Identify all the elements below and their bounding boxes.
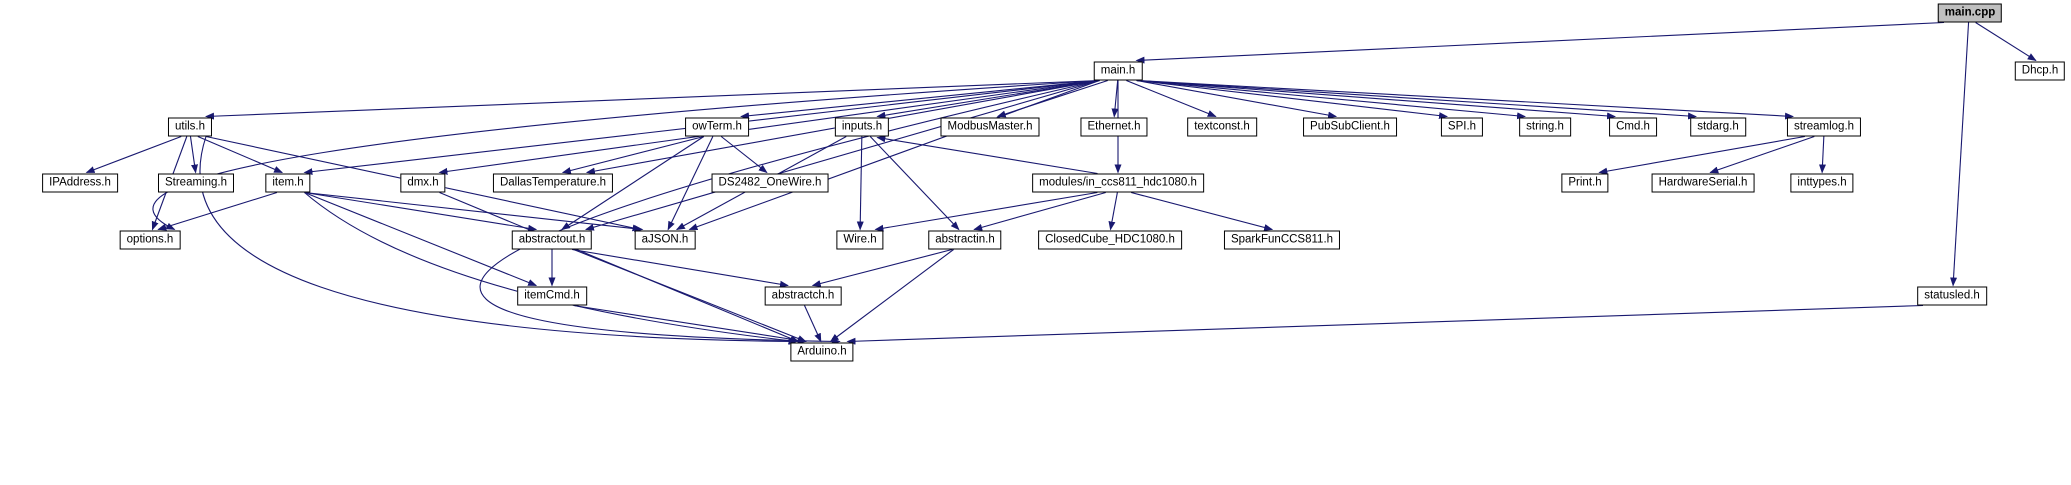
edge-streamlog_h-to-hardwareserial_h bbox=[1709, 135, 1815, 174]
graph-node-spi_h[interactable]: SPI.h bbox=[1440, 117, 1484, 137]
edge-main_h-to-ajson_h bbox=[688, 79, 1100, 231]
edge-utils_h-to-ipaddress_h bbox=[85, 135, 182, 174]
graph-node-abstractout_h[interactable]: abstractout.h bbox=[511, 230, 593, 250]
graph-node-ipaddress_h[interactable]: IPAddress.h bbox=[42, 173, 118, 193]
graph-node-inttypes_h[interactable]: inttypes.h bbox=[1790, 173, 1854, 193]
graph-node-item_h[interactable]: item.h bbox=[265, 173, 311, 193]
edge-utils_h-to-item_h bbox=[197, 135, 284, 174]
edge-modules_h-to-inputs_h bbox=[876, 135, 1098, 175]
edge-item_h-to-ajson_h bbox=[304, 191, 644, 233]
edge-statusled_h-to-arduino_h bbox=[846, 304, 1924, 345]
graph-node-streamlog_h[interactable]: streamlog.h bbox=[1786, 117, 1862, 137]
graph-node-abstractch_h[interactable]: abstractch.h bbox=[764, 286, 842, 306]
edge-main_h-to-options_h bbox=[152, 79, 1100, 230]
graph-node-inputs_h[interactable]: inputs.h bbox=[834, 117, 890, 137]
graph-node-arduino_h[interactable]: Arduino.h bbox=[790, 342, 854, 362]
edge-main_h-to-string_h bbox=[1136, 79, 1526, 120]
edge-main_cpp-to-dhcp_h bbox=[1975, 22, 2037, 62]
edge-main_h-to-stdarg_h bbox=[1136, 79, 1697, 120]
edge-main_h-to-arduino_h bbox=[479, 79, 1100, 345]
graph-node-modules_h[interactable]: modules/in_ccs811_hdc1080.h bbox=[1032, 173, 1204, 193]
edge-abstractin_h-to-abstractch_h bbox=[811, 248, 953, 287]
graph-node-closedcube_h[interactable]: ClosedCube_HDC1080.h bbox=[1038, 230, 1182, 250]
edge-abstractch_h-to-arduino_h bbox=[804, 305, 822, 343]
edge-owterm_h-to-abstractout_h bbox=[561, 136, 705, 231]
edge-modules_h-to-closedcube_h bbox=[1108, 192, 1118, 231]
edge-streamlog_h-to-print_h bbox=[1598, 135, 1805, 175]
edge-main_h-to-spi_h bbox=[1136, 79, 1448, 120]
edge-modules_h-to-sparkfun_h bbox=[1130, 191, 1274, 231]
edge-main_h-to-cmd_h bbox=[1136, 79, 1616, 120]
edge-abstractin_h-to-arduino_h bbox=[829, 249, 954, 343]
graph-node-itemcmd_h[interactable]: itemCmd.h bbox=[517, 286, 587, 306]
edge-itemcmd_h-to-arduino_h bbox=[573, 304, 807, 344]
graph-node-ds2482_onewire_h[interactable]: DS2482_OneWire.h bbox=[711, 173, 829, 193]
edges-group bbox=[85, 21, 2037, 345]
edge-owterm_h-to-dallastemperature_h bbox=[561, 135, 705, 174]
graph-node-print_h[interactable]: Print.h bbox=[1561, 173, 1609, 193]
graph-node-sparkfun_h[interactable]: SparkFunCCS811.h bbox=[1223, 230, 1341, 250]
edge-main_h-to-textconst_h bbox=[1126, 79, 1217, 118]
graph-node-wire_h[interactable]: Wire.h bbox=[836, 230, 884, 250]
graph-node-streaming_h[interactable]: Streaming.h bbox=[157, 173, 235, 193]
edge-inputs_h-to-wire_h bbox=[856, 136, 864, 231]
graph-node-ajson_h[interactable]: aJSON.h bbox=[634, 230, 696, 250]
edge-item_h-to-options_h bbox=[157, 191, 278, 231]
edge-main_h-to-ethernet_h bbox=[1111, 80, 1119, 118]
edge-owterm_h-to-ds2482_onewire_h bbox=[720, 136, 768, 174]
edge-main_h-to-dmx_h bbox=[438, 79, 1100, 175]
edge-main_cpp-to-statusled_h bbox=[1950, 22, 1970, 287]
edge-streamlog_h-to-inttypes_h bbox=[1819, 136, 1826, 174]
graph-node-cmd_h[interactable]: Cmd.h bbox=[1609, 117, 1657, 137]
edge-item_h-to-itemcmd_h bbox=[304, 191, 538, 287]
edge-main_h-to-pubsubclient_h bbox=[1136, 79, 1338, 119]
edge-modules_h-to-wire_h bbox=[874, 191, 1098, 232]
edge-main_h-to-abstractout_h bbox=[584, 79, 1100, 231]
graph-node-string_h[interactable]: string.h bbox=[1519, 117, 1571, 137]
edge-main_h-to-streamlog_h bbox=[1136, 79, 1794, 120]
graph-node-statusled_h[interactable]: statusled.h bbox=[1917, 286, 1987, 306]
graph-node-abstractin_h[interactable]: abstractin.h bbox=[928, 230, 1002, 250]
edge-modules_h-to-abstractin_h bbox=[973, 191, 1106, 231]
edge-item_h-to-abstractout_h bbox=[304, 191, 538, 232]
edge-main_cpp-to-main_h bbox=[1135, 21, 1945, 64]
edge-item_h-to-arduino_h bbox=[304, 192, 798, 345]
graph-node-options_h[interactable]: options.h bbox=[119, 230, 181, 250]
graph-node-dallastemperature_h[interactable]: DallasTemperature.h bbox=[492, 173, 614, 193]
edge-owterm_h-to-ajson_h bbox=[667, 136, 714, 231]
edge-main_h-to-owterm_h bbox=[740, 79, 1100, 120]
graph-node-main_cpp[interactable]: main.cpp bbox=[1937, 3, 2003, 23]
graph-node-stdarg_h[interactable]: stdarg.h bbox=[1690, 117, 1746, 137]
edge-inputs_h-to-abstractin_h bbox=[869, 136, 960, 231]
graph-node-dmx_h[interactable]: dmx.h bbox=[400, 173, 446, 193]
graph-node-modbusmaster_h[interactable]: ModbusMaster.h bbox=[940, 117, 1040, 137]
graph-node-textconst_h[interactable]: textconst.h bbox=[1187, 117, 1257, 137]
graph-node-utils_h[interactable]: utils.h bbox=[167, 117, 213, 137]
graph-node-dhcp_h[interactable]: Dhcp.h bbox=[2014, 61, 2066, 81]
graph-node-ethernet_h[interactable]: Ethernet.h bbox=[1080, 117, 1148, 137]
graph-node-pubsubclient_h[interactable]: PubSubClient.h bbox=[1303, 117, 1397, 137]
edge-utils_h-to-streaming_h bbox=[189, 136, 198, 174]
graph-node-hardwareserial_h[interactable]: HardwareSerial.h bbox=[1651, 173, 1755, 193]
edge-main_h-to-utils_h bbox=[205, 79, 1100, 120]
edge-abstractout_h-to-arduino_h bbox=[573, 248, 807, 343]
graph-node-main_h[interactable]: main.h bbox=[1093, 61, 1143, 81]
graph-node-owterm_h[interactable]: owTerm.h bbox=[685, 117, 749, 137]
edge-abstractout_h-to-abstractch_h bbox=[571, 248, 789, 288]
